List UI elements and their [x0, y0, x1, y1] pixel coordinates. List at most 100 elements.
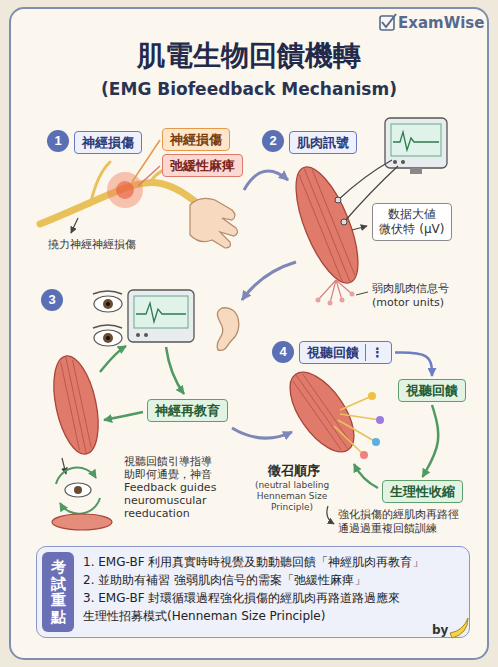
muscle-fiber	[66, 357, 86, 453]
step-number: 3	[41, 289, 63, 311]
flow-arrow	[244, 171, 288, 190]
pupil	[106, 302, 110, 306]
node-text: 1. EMG-BF 利用真實時時視覺及動動聽回饋「神經肌肉再教育」	[83, 553, 461, 571]
leader-line	[138, 166, 160, 186]
ear	[217, 308, 239, 351]
signature: by	[432, 623, 448, 638]
node-text: 2. 並助助有補習 強弱肌肉信号的需案「弛緩性麻痺」	[83, 571, 461, 589]
exam-points-band: 1. EMG-BF 利用真實時時視覺及動動聽回饋「神經肌肉再教育」2. 並助助有…	[36, 546, 470, 638]
nerve-label: 撓力神經神經損傷	[48, 238, 136, 252]
motor-unit-fibers	[318, 280, 352, 303]
node-text: 考試重點	[51, 559, 66, 625]
node-text: 肌肉訊號	[297, 134, 349, 151]
exam-points-tag: 考試重點	[42, 552, 74, 632]
principle-note: (neutral labeling Henneman Size Principl…	[236, 480, 348, 513]
muscle	[283, 159, 370, 290]
node-text: 神經損傷	[82, 134, 134, 151]
nerve-terminal	[376, 416, 384, 424]
node-text: 神經再教育	[155, 403, 220, 418]
cycle-arrow	[56, 468, 96, 484]
node-text: 弛緩性麻痺	[170, 158, 235, 173]
monitor-screen	[134, 296, 188, 328]
muscle	[46, 352, 106, 458]
monitor-knob	[144, 333, 148, 337]
flow-arrow	[242, 262, 296, 300]
banana-icon	[450, 618, 468, 638]
leader-line	[356, 292, 368, 295]
node-text: 3. EMG-BF 封環循環過程強化損傷的經肌肉再路道路過應來 生理性招募模式(…	[83, 589, 461, 625]
motor-unit	[340, 298, 345, 303]
iris	[103, 299, 113, 309]
leader-arrow	[352, 226, 367, 230]
eye	[94, 296, 122, 312]
emg-waveform	[136, 303, 186, 322]
muscle-slice	[52, 514, 112, 530]
muscle-fiber	[296, 375, 348, 449]
callout-box: 弛緩性麻痺	[162, 154, 243, 177]
node-text: 2	[269, 133, 276, 148]
motor-unit	[328, 301, 333, 306]
motor-unit	[316, 298, 321, 303]
nerve-branch	[90, 162, 110, 205]
monitor-knob	[136, 333, 140, 337]
value-box: 数据大値 微伏特 (µV)	[372, 203, 452, 241]
muscle-fiber	[293, 381, 341, 450]
motor-unit-label: 弱肉肌肉信息号 (motor units)	[372, 282, 464, 310]
node-text: 生理性收縮	[390, 484, 455, 499]
flow-arrow	[232, 428, 292, 438]
logo-text: ExamWise	[398, 14, 484, 32]
muscle	[278, 362, 367, 463]
electrode	[335, 197, 341, 203]
monitor-stand	[410, 168, 422, 174]
step-heading: 肌肉訊號	[289, 131, 357, 154]
electrode	[341, 219, 347, 225]
subtitle: (EMG Biofeedback Mechanism)	[0, 78, 498, 100]
feedback-arrow	[104, 412, 143, 420]
node-text: 視聽回饋	[406, 383, 458, 398]
step-heading: 視聽回饋 ⋮	[299, 341, 392, 364]
nerve-terminal	[360, 451, 368, 459]
muscle-fiber	[73, 360, 92, 448]
node-text: 数据大値 微伏特 (µV)	[379, 207, 444, 236]
monitor-knob	[393, 160, 397, 164]
muscle-fiber	[61, 362, 80, 450]
step-number: 4	[272, 341, 294, 363]
eye	[94, 330, 122, 346]
injury-glow	[116, 181, 134, 199]
leader-arrow	[71, 218, 78, 233]
bracket-arrow	[327, 506, 334, 524]
feedback-arrow	[166, 347, 184, 394]
nerve-fibers	[334, 396, 380, 455]
injury-glow	[107, 172, 143, 208]
callout-box: 神經損傷	[162, 128, 230, 151]
eye	[65, 483, 91, 497]
eyebrow	[93, 325, 122, 328]
title: 肌電生物回饋機轉	[0, 38, 498, 74]
page-frame	[10, 8, 488, 659]
emg-waveform	[393, 132, 439, 150]
node-text: ⋮	[365, 344, 384, 361]
training-note: 強化損傷的經肌肉再路徑 通過過重複回饋訓練	[338, 508, 466, 536]
iris	[74, 486, 82, 494]
cycle-arrow	[60, 498, 100, 514]
process-box: 神經再教育	[147, 399, 228, 422]
iris	[103, 333, 113, 343]
monitor-knob	[401, 160, 405, 164]
monitor-screen	[391, 124, 441, 156]
process-box: 生理性收縮	[382, 480, 463, 503]
nerve-terminal	[372, 438, 380, 446]
nerve-terminal	[368, 392, 376, 400]
emg-monitor	[128, 290, 194, 342]
connector-arrow	[395, 353, 432, 377]
connector-arrow	[423, 405, 439, 477]
node-text: 4	[279, 344, 286, 359]
contraction-arrow	[354, 464, 378, 488]
node-text: 1	[54, 133, 61, 148]
motor-unit	[350, 292, 355, 297]
node-text: 視聽回饋	[307, 344, 359, 361]
node-text: 3	[48, 292, 55, 307]
muscle-fiber	[312, 170, 355, 276]
emg-monitor	[385, 118, 447, 168]
step-number: 1	[47, 130, 69, 152]
